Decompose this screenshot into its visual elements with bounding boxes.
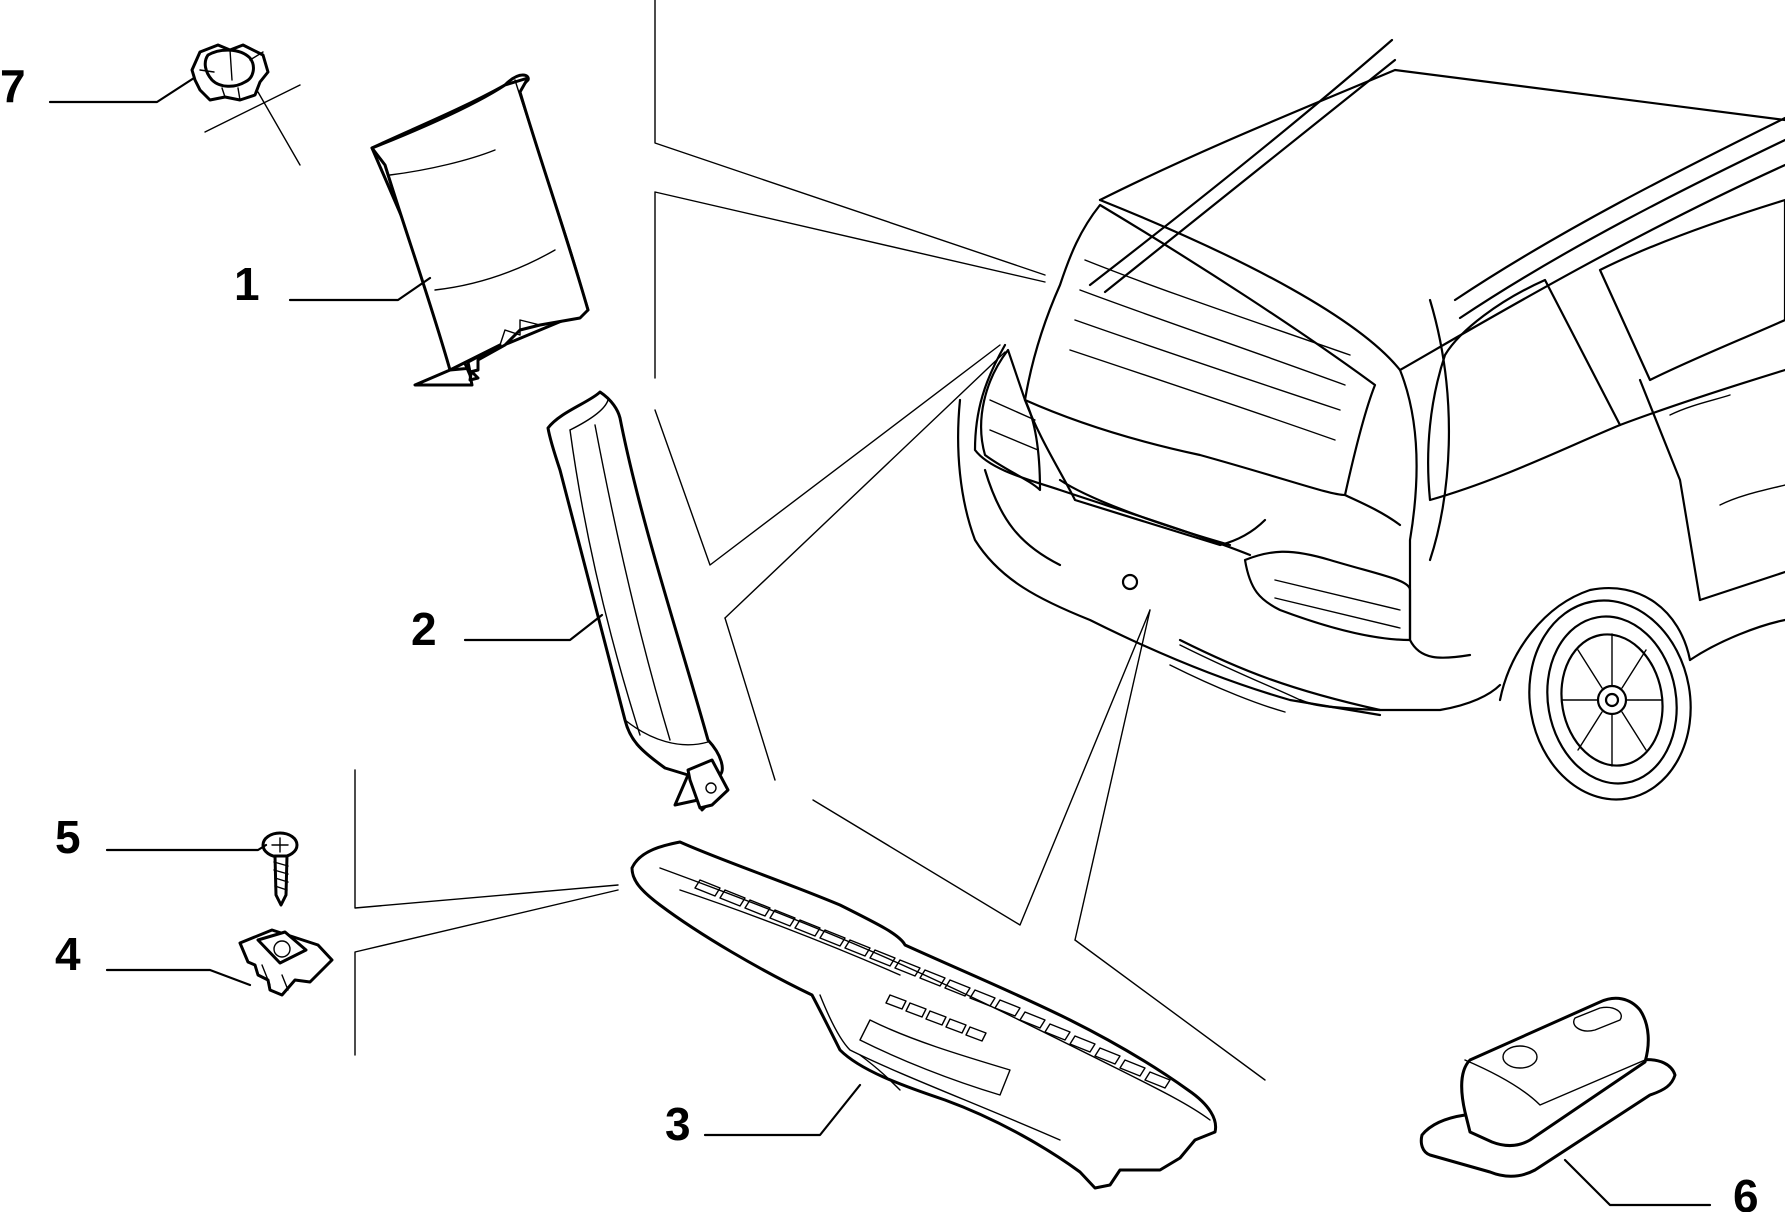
part-7-clip: [190, 43, 270, 102]
part-2-pillar-trim: [546, 390, 730, 812]
scuff-plate-ribs: [694, 879, 1171, 1089]
part-3-scuff-plate: [630, 840, 1218, 1190]
callout-4: 4: [55, 928, 81, 980]
callout-labels: 7 1 2 5 4 3 6: [0, 60, 1759, 1212]
part-1-upper-trim: [370, 73, 590, 387]
part-5-screw: [261, 831, 299, 907]
part-6-bump-stop: [1419, 996, 1677, 1178]
part-4-clip-nut: [238, 928, 334, 997]
callout-7: 7: [0, 60, 26, 112]
car-illustration: [957, 38, 1785, 801]
callout-2: 2: [411, 603, 437, 655]
reference-lines: [204, 0, 1266, 1081]
leader-lines: [48, 76, 1712, 1207]
callout-5: 5: [55, 811, 81, 863]
callout-1: 1: [234, 258, 260, 310]
callout-3: 3: [665, 1098, 691, 1150]
callout-6: 6: [1733, 1170, 1759, 1212]
